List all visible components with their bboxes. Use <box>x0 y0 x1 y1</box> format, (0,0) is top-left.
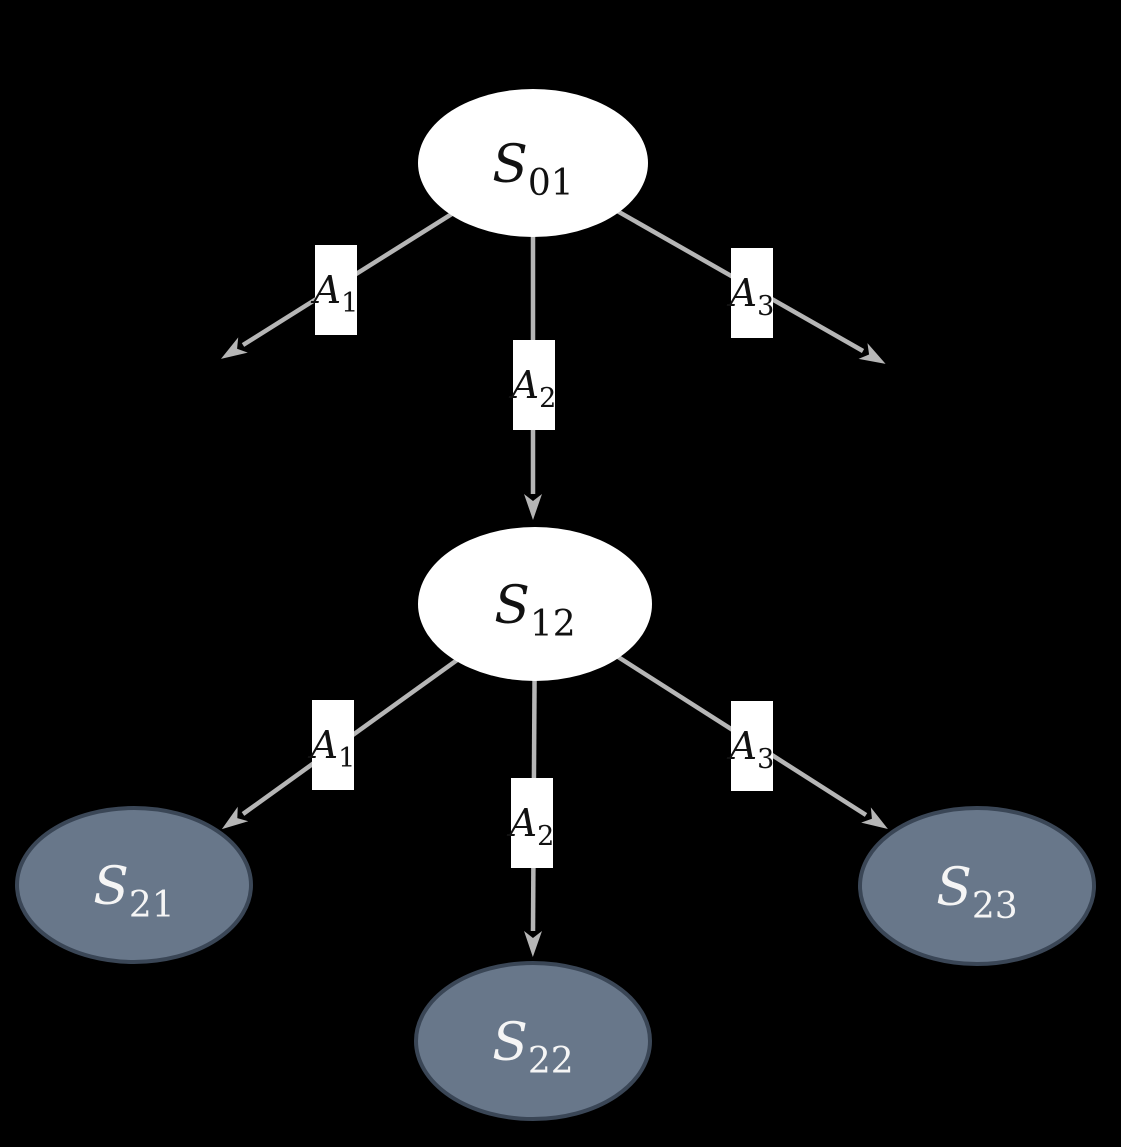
node-s21: S21 <box>15 806 253 964</box>
node-s23: S23 <box>858 806 1096 966</box>
action-label-a3-top-text: A3 <box>727 271 775 322</box>
node-s01-label: S01 <box>492 135 573 204</box>
action-label-a1-top-text: A1 <box>311 268 359 319</box>
action-label-a2-bottom-box <box>511 778 553 868</box>
action-label-a2-top-text: A2 <box>509 363 557 414</box>
action-label-a2-bottom: A2 <box>507 778 555 868</box>
action-label-a2-top: A2 <box>509 340 557 430</box>
node-s12-ellipse <box>418 527 652 681</box>
node-s22: S22 <box>414 961 652 1121</box>
action-label-a3-bottom-text: A3 <box>727 724 775 775</box>
action-label-a1-top-box <box>315 245 357 335</box>
node-s22-ellipse <box>414 961 652 1121</box>
node-s01-ellipse <box>418 89 648 237</box>
action-label-a2-bottom-text: A2 <box>507 801 555 852</box>
action-labels-layer: A1 A2 A3 A1 A2 A3 <box>308 245 775 868</box>
action-label-a1-top: A1 <box>311 245 359 335</box>
node-s12: S12 <box>418 527 652 681</box>
node-s12-label: S12 <box>494 576 575 645</box>
action-label-a3-bottom-box <box>731 701 773 791</box>
action-label-a1-bottom-text: A1 <box>308 723 356 774</box>
node-s21-ellipse <box>15 806 253 964</box>
node-s21-label: S21 <box>93 857 174 926</box>
action-label-a2-top-box <box>513 340 555 430</box>
node-s01: S01 <box>418 89 648 237</box>
node-s23-label: S23 <box>936 858 1017 927</box>
action-label-a1-bottom-box <box>312 700 354 790</box>
nodes-layer: S01 S12 S21 S22 S23 <box>15 89 1096 1121</box>
node-s23-ellipse <box>858 806 1096 966</box>
node-s22-label: S22 <box>492 1013 573 1082</box>
action-label-a3-top: A3 <box>727 248 775 338</box>
action-label-a1-bottom: A1 <box>308 700 356 790</box>
action-label-a3-bottom: A3 <box>727 701 775 791</box>
action-label-a3-top-box <box>731 248 773 338</box>
